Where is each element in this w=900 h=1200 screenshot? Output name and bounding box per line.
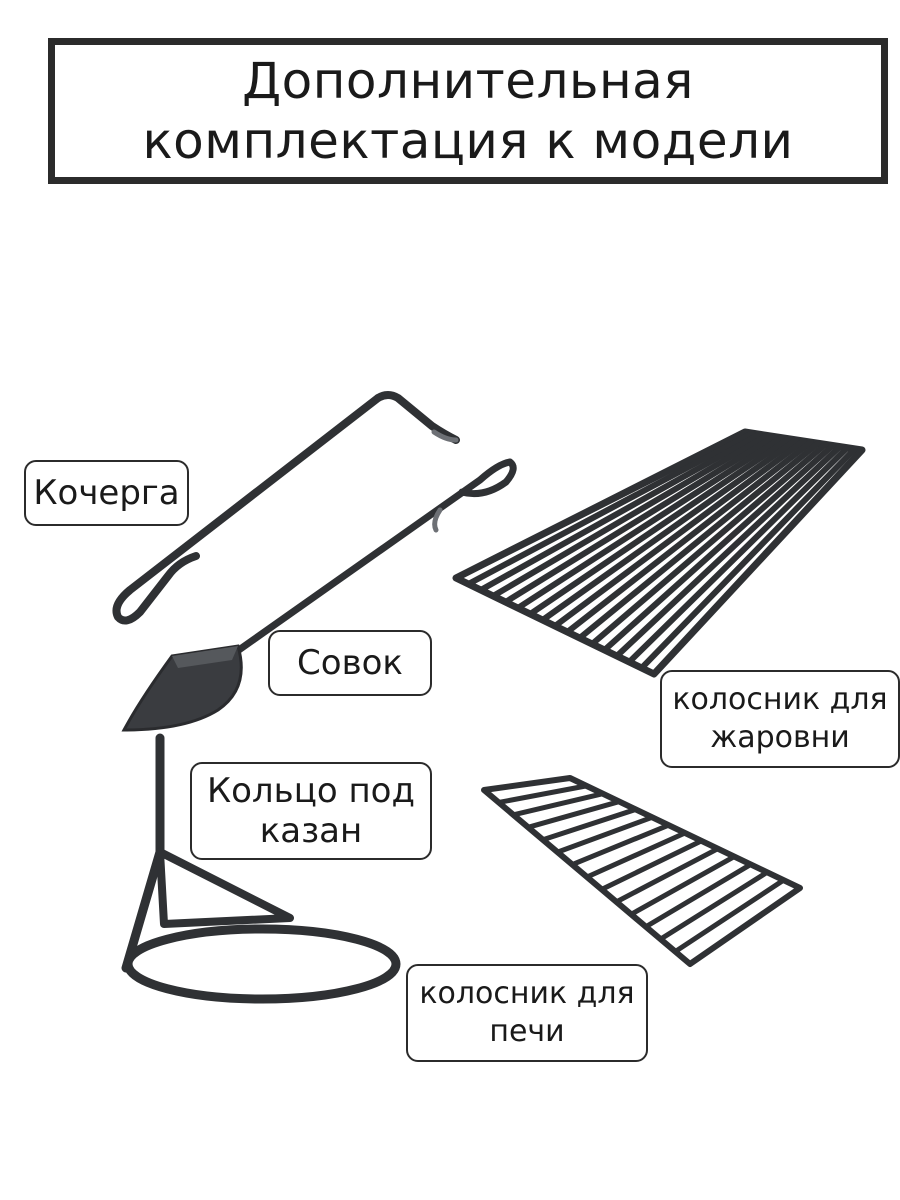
label-scoop: Совок xyxy=(268,630,432,696)
brazier-grate-bar xyxy=(638,445,858,671)
poker-image xyxy=(112,391,460,625)
label-poker-text: Кочерга xyxy=(33,473,180,513)
label-scoop-text: Совок xyxy=(297,643,403,683)
label-ring: Кольцо под казан xyxy=(190,762,432,860)
stove-grate-bar xyxy=(658,869,770,942)
stove-grate-bar xyxy=(628,854,737,917)
title-line-2: комплектация к модели xyxy=(142,112,794,170)
stove-grate-bar xyxy=(584,830,688,880)
stove-grate-bar xyxy=(643,861,754,930)
stove-grate-bar xyxy=(540,806,639,843)
brazier-grate-bar xyxy=(626,444,851,665)
brazier-grate-bar xyxy=(477,431,763,593)
scoop-image xyxy=(121,458,517,732)
stove-grate-bar xyxy=(613,846,721,905)
brazier-grate-bar xyxy=(465,430,756,587)
stove-grate-bar xyxy=(555,814,655,855)
page-title: Дополнительная комплектация к модели xyxy=(142,51,793,171)
ring-stand-image xyxy=(121,733,401,1004)
label-brazier-grate: колосник для жаровни xyxy=(660,670,900,768)
label-brazier-grate-line-2: жаровни xyxy=(710,720,850,755)
brazier-grate-image xyxy=(452,428,866,678)
title-line-1: Дополнительная xyxy=(242,52,694,110)
brazier-grate-bar xyxy=(613,443,844,659)
brazier-grate-bar xyxy=(490,432,770,599)
stove-grate-bar xyxy=(672,877,787,955)
title-box: Дополнительная комплектация к модели xyxy=(48,38,888,184)
brazier-grate-bar xyxy=(552,438,807,629)
brazier-grate-bar xyxy=(539,436,800,623)
label-ring-line-2: казан xyxy=(259,811,363,851)
stove-grate-bar xyxy=(599,838,704,892)
label-stove-grate-line-2: печи xyxy=(489,1014,565,1049)
label-ring-line-1: Кольцо под xyxy=(206,771,415,811)
stove-grate-bar xyxy=(510,791,606,818)
label-brazier-grate-line-1: колосник для xyxy=(672,682,888,717)
label-poker: Кочерга xyxy=(24,460,189,526)
brazier-grate-bar xyxy=(527,435,792,617)
stove-grate-image xyxy=(481,775,803,967)
label-stove-grate-line-1: колосник для xyxy=(419,976,635,1011)
stove-grate-bar xyxy=(496,783,589,805)
brazier-grate-bar xyxy=(589,441,829,647)
brazier-grate-bar xyxy=(502,433,778,605)
brazier-grate-bar xyxy=(576,440,822,641)
brazier-grate-bar xyxy=(514,434,785,611)
label-stove-grate: колосник для печи xyxy=(406,964,648,1062)
brazier-grate-bar xyxy=(564,439,814,635)
brazier-grate-bar xyxy=(601,442,836,653)
stove-grate-bar xyxy=(525,799,622,830)
stove-grate-bar xyxy=(569,822,672,868)
